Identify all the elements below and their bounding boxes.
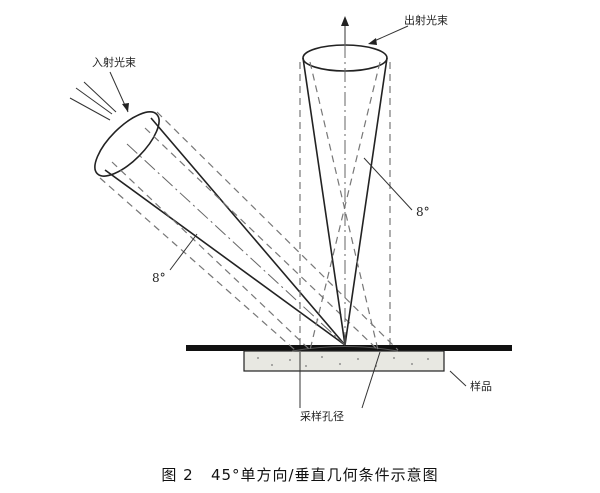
incident-angle-label: 8° <box>152 271 166 285</box>
sample-aperture-label: 采样孔径 <box>300 409 344 423</box>
sample-body <box>243 350 445 372</box>
sample-surface <box>186 345 512 351</box>
sample-aperture-region <box>291 346 399 352</box>
exit-beam-label: 出射光束 <box>404 13 448 27</box>
sample-leader <box>449 370 467 387</box>
incident-angle-leader <box>169 233 198 271</box>
exit-beam <box>299 16 391 351</box>
exit-angle-label: 8° <box>416 205 430 219</box>
incident-beam <box>69 81 399 351</box>
exit-angle-leader <box>363 157 413 211</box>
aperture-leader-right <box>361 351 381 409</box>
sample-label: 样品 <box>470 379 492 393</box>
figure-caption: 图 2 45°单方向/垂直几何条件示意图 <box>161 466 438 484</box>
incident-beam-label: 入射光束 <box>92 55 136 69</box>
exit-beam-leader <box>371 25 409 43</box>
